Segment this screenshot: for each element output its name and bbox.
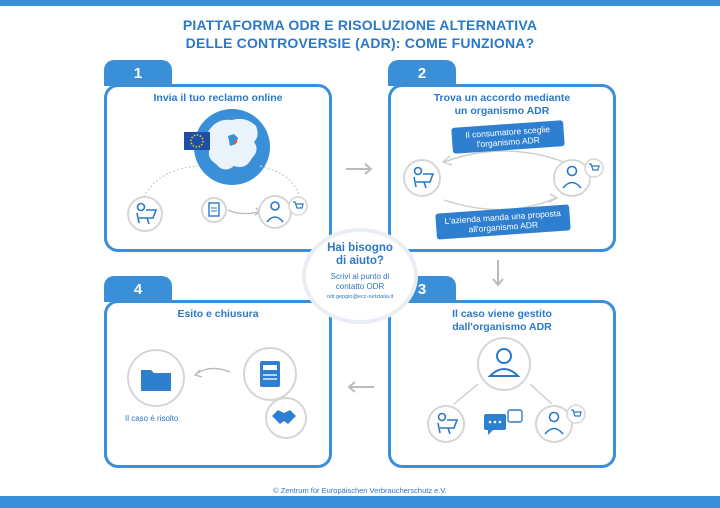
step-3-illustration [427,337,586,443]
step-3-title-line1: Il caso viene gestito [452,308,552,320]
help-text-line1: Scrivi al punto di [330,272,390,281]
step-2-title-line1: Trova un accordo mediante [433,92,571,104]
help-email-link[interactable]: odr.gepgio@ecc-netztalia.it [326,294,394,300]
top-bar [0,0,720,6]
help-text: Scrivi al punto di contatto ODR [306,272,414,292]
step-1-tab: 1 [104,60,172,86]
page-title-line1: PIATTAFORMA ODR E RISOLUZIONE ALTERNATIV… [182,17,538,33]
case-resolved-label: Il caso è risolto [125,414,179,423]
help-title-line1: Hai bisogno [327,242,393,254]
arrow-left-icon [347,381,374,393]
arrow-right-icon [346,163,373,175]
arrow-down-icon [492,260,504,287]
step-3-title-line2: dall'organismo ADR [452,321,552,333]
shopping-cart-icon [566,404,586,424]
page-title-line2: DELLE CONTROVERSIE (ADR): COME FUNZIONA? [185,35,535,51]
help-title: Hai bisogno di aiuto? [306,242,414,268]
bottom-bar [0,496,720,508]
business-person-icon [258,195,292,229]
step-2-title-line2: un organismo ADR [454,105,550,117]
shopping-cart-icon [288,196,308,216]
footer-credit: © Zentrum für Europäischen Verbrauchersc… [273,486,447,495]
step-1-illustration [127,109,308,232]
handshake-icon [265,397,307,439]
shopping-cart-icon [584,158,604,178]
step-2-tab: 2 [388,60,456,86]
step-4-title: Esito e chiusura [177,308,259,320]
document-icon [201,197,227,223]
step-4-illustration [127,347,307,439]
consumer-laptop-icon [127,196,163,232]
consumer-laptop-icon [427,405,465,443]
business-person-icon [553,159,591,197]
folder-icon [127,349,185,407]
consumer-laptop-icon [403,159,441,197]
chat-icon [484,409,523,435]
adr-person-icon [477,337,531,391]
step-4-tab: 4 [104,276,172,302]
globe-map-icon [194,109,270,185]
report-icon [243,347,297,401]
business-person-icon [535,405,573,443]
help-contact-circle: Hai bisogno di aiuto? Scrivi al punto di… [306,232,414,320]
eu-flag-icon [184,132,210,150]
help-title-line2: di aiuto? [336,255,384,267]
step-1-title: Invia il tuo reclamo online [153,92,283,104]
help-text-line2: contatto ODR [335,282,385,291]
